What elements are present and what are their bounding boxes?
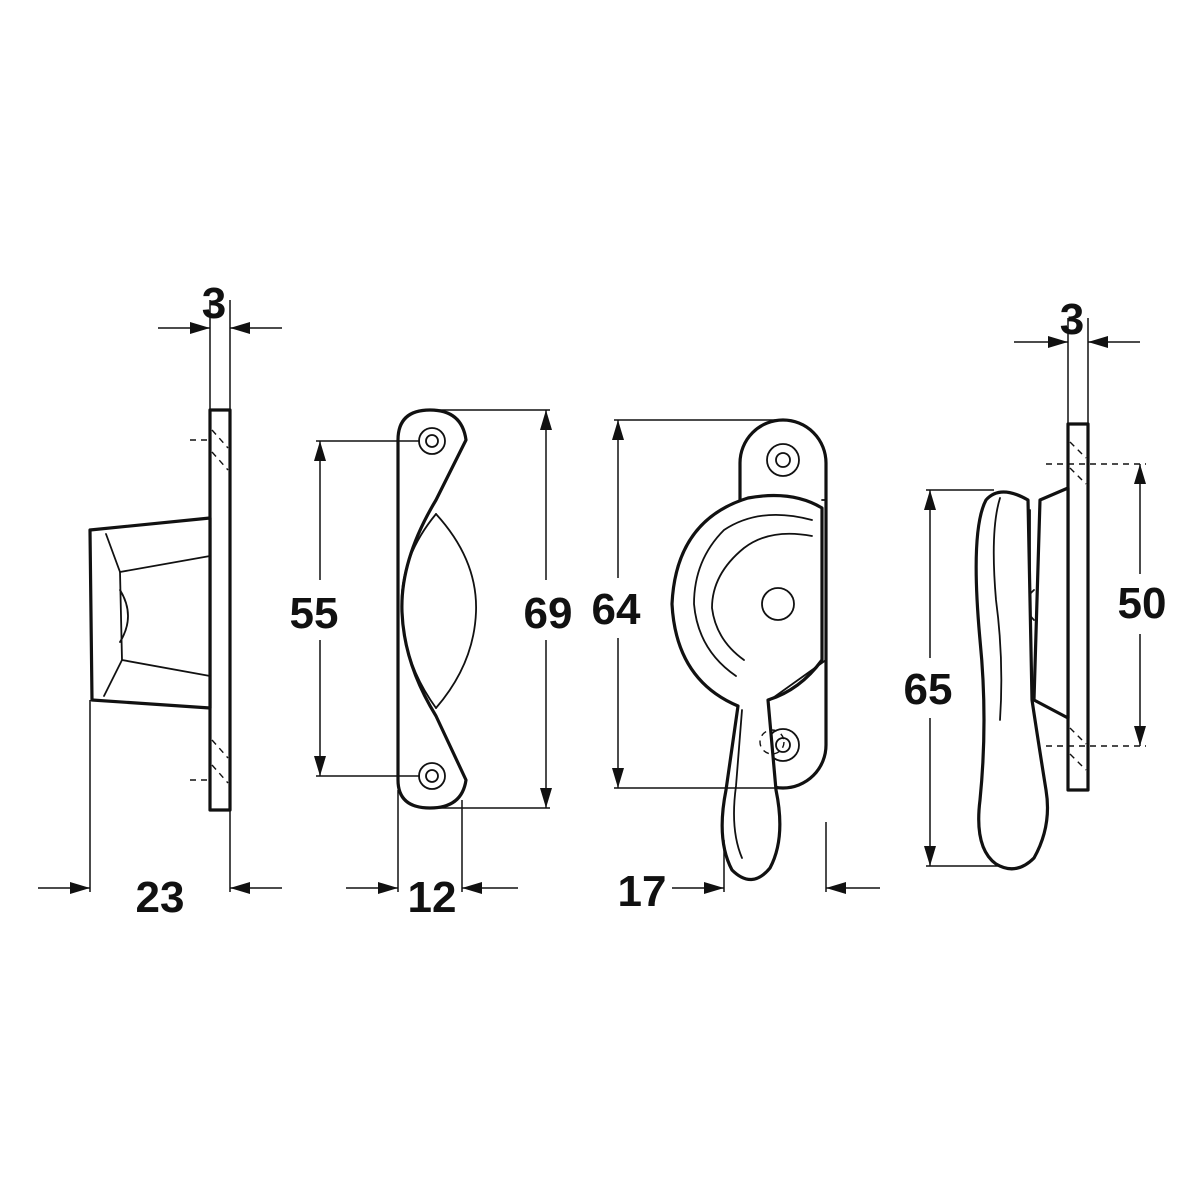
fastener-side-lever bbox=[974, 490, 1050, 871]
keep-side-view: 3 23 bbox=[38, 279, 282, 922]
label-fastener-side-hole-spacing: 50 bbox=[1118, 579, 1167, 628]
keep-side-body-edge bbox=[103, 533, 123, 697]
label-keep-front-hole-spacing: 55 bbox=[290, 589, 339, 638]
fastener-side-screw-axes bbox=[1046, 463, 1146, 747]
fastener-side-plate bbox=[1066, 422, 1090, 792]
label-keep-side-depth: 23 bbox=[136, 873, 185, 922]
keep-side-hatch bbox=[211, 429, 229, 784]
keep-side-body-detail bbox=[119, 555, 211, 677]
label-fastener-side-lever-length: 65 bbox=[904, 665, 953, 714]
fastener-front-cam-rim bbox=[693, 513, 813, 677]
keep-side-recess bbox=[119, 589, 129, 643]
fastener-side-hatch bbox=[1069, 441, 1087, 771]
dim-keep-front-hole-spacing: 55 bbox=[282, 440, 420, 777]
dim-keep-side-depth: 23 bbox=[38, 700, 282, 922]
fastener-front-lever-edge bbox=[733, 709, 743, 859]
keep-side-body bbox=[88, 516, 212, 710]
fastener-front-view: 64 17 bbox=[582, 418, 880, 916]
fastener-front-cam-inner bbox=[711, 532, 813, 661]
label-keep-front-width: 12 bbox=[408, 873, 457, 922]
dim-fastener-side-thickness: 3 bbox=[1014, 295, 1140, 424]
dim-keep-side-thickness: 3 bbox=[158, 279, 282, 410]
dim-fastener-side-lever-length: 65 bbox=[896, 489, 1000, 867]
fastener-front-cam bbox=[670, 493, 824, 882]
keep-front-screw-hole-bottom-inner bbox=[425, 769, 439, 783]
keep-front-screw-hole-top-inner bbox=[425, 434, 439, 448]
keep-front-lip bbox=[400, 513, 437, 709]
dim-fastener-front-height: 64 bbox=[582, 419, 783, 789]
label-fastener-side-thickness: 3 bbox=[1060, 295, 1084, 344]
fastener-side-view: 3 65 50 bbox=[896, 295, 1178, 871]
dim-fastener-side-hole-spacing: 50 bbox=[1110, 464, 1178, 746]
label-fastener-front-height: 64 bbox=[592, 585, 641, 634]
keep-front-recess bbox=[435, 513, 477, 709]
keep-front-plate bbox=[396, 408, 468, 810]
fastener-side-lever-edge bbox=[992, 497, 1003, 721]
dim-keep-front-width: 12 bbox=[346, 790, 518, 922]
fastener-front-pivot bbox=[761, 587, 795, 621]
fastener-front-hidden-screw bbox=[759, 729, 785, 755]
dim-keep-front-height: 69 bbox=[432, 409, 586, 809]
label-keep-front-height: 69 bbox=[524, 589, 573, 638]
fastener-front-cam-edge bbox=[769, 499, 827, 701]
label-keep-side-thickness: 3 bbox=[202, 279, 226, 328]
keep-front-view: 55 69 12 bbox=[282, 408, 586, 922]
label-fastener-front-width: 17 bbox=[618, 867, 667, 916]
fastener-side-cam bbox=[1032, 486, 1070, 720]
fastener-front-screw-hole-top-inner bbox=[775, 452, 791, 468]
keep-side-screw-marks bbox=[190, 439, 210, 781]
dim-fastener-front-width: 17 bbox=[612, 822, 880, 916]
fastener-front-screw-hole-top bbox=[766, 443, 800, 477]
